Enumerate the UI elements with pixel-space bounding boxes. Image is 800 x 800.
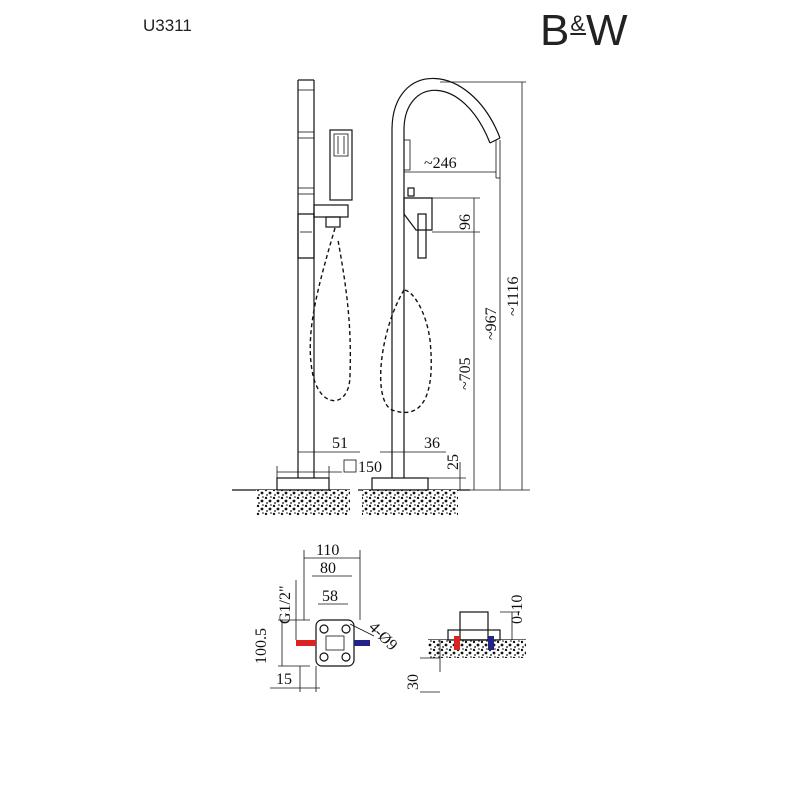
floor-gravel-right <box>362 490 458 515</box>
mount-hole-2 <box>341 624 351 634</box>
cold-inlet <box>354 640 370 646</box>
dim-box-height: 100.5 <box>253 628 270 664</box>
dim-handle-height: 96 <box>457 214 474 230</box>
dim-base-thickness: 25 <box>445 454 462 470</box>
dim-box-width: 110 <box>316 542 339 559</box>
box-section-view: 0-10 30 <box>405 595 526 693</box>
dim-box-offset: 15 <box>276 671 292 688</box>
spout-inner <box>403 89 491 144</box>
dim-handle-to-floor: ~705 <box>457 357 474 390</box>
brand-logo-b: B <box>540 6 571 55</box>
handle-front <box>297 213 315 259</box>
handle-side <box>417 213 427 259</box>
dim-box-inner: 80 <box>320 560 336 577</box>
dim-total-height: ~1116 <box>505 277 522 316</box>
mounting-box <box>315 619 355 667</box>
dim-depth-30: 30 <box>405 674 422 690</box>
section-gravel <box>428 640 526 658</box>
dim-install-depth: 0-10 <box>509 595 526 624</box>
hand-shower-front <box>329 129 353 201</box>
dim-spout-reach: ~246 <box>424 155 457 172</box>
hose-side <box>380 289 432 414</box>
brand-logo: B&W <box>540 6 629 56</box>
dim-outlet-height: ~967 <box>483 307 500 340</box>
square-symbol <box>343 459 357 473</box>
valve-body-side <box>403 197 433 231</box>
brand-logo-amp: & <box>570 11 587 36</box>
brand-logo-w: W <box>586 6 629 55</box>
floor-gravel-left <box>256 490 350 515</box>
front-view: 51 150 <box>232 79 382 515</box>
mount-hole-4 <box>341 652 351 662</box>
box-top-view: 110 80 58 100.5 G1/2" 15 4-Ø9 <box>253 542 400 692</box>
hose-front <box>309 227 352 402</box>
mount-hole-1 <box>319 624 329 634</box>
model-code: U3311 <box>143 16 192 35</box>
dim-spout-offset: 36 <box>424 435 440 452</box>
base-plate-front <box>276 477 330 491</box>
dim-inlet-thread: G1/2" <box>277 585 294 624</box>
dim-shower-offset: 51 <box>332 435 348 452</box>
section-box-body <box>459 611 489 641</box>
side-view: ~246 36 25 96 ~705 ~967 ~1116 <box>358 77 530 515</box>
spout-outer <box>391 77 501 139</box>
hot-inlet <box>296 640 316 646</box>
mount-hole-3 <box>319 652 329 662</box>
dim-hole-spec: 4-Ø9 <box>365 619 400 654</box>
base-plate-side <box>371 477 429 491</box>
shower-holder-front <box>313 204 349 218</box>
dim-base-square: 150 <box>358 459 382 476</box>
dim-box-holes: 58 <box>322 588 338 605</box>
